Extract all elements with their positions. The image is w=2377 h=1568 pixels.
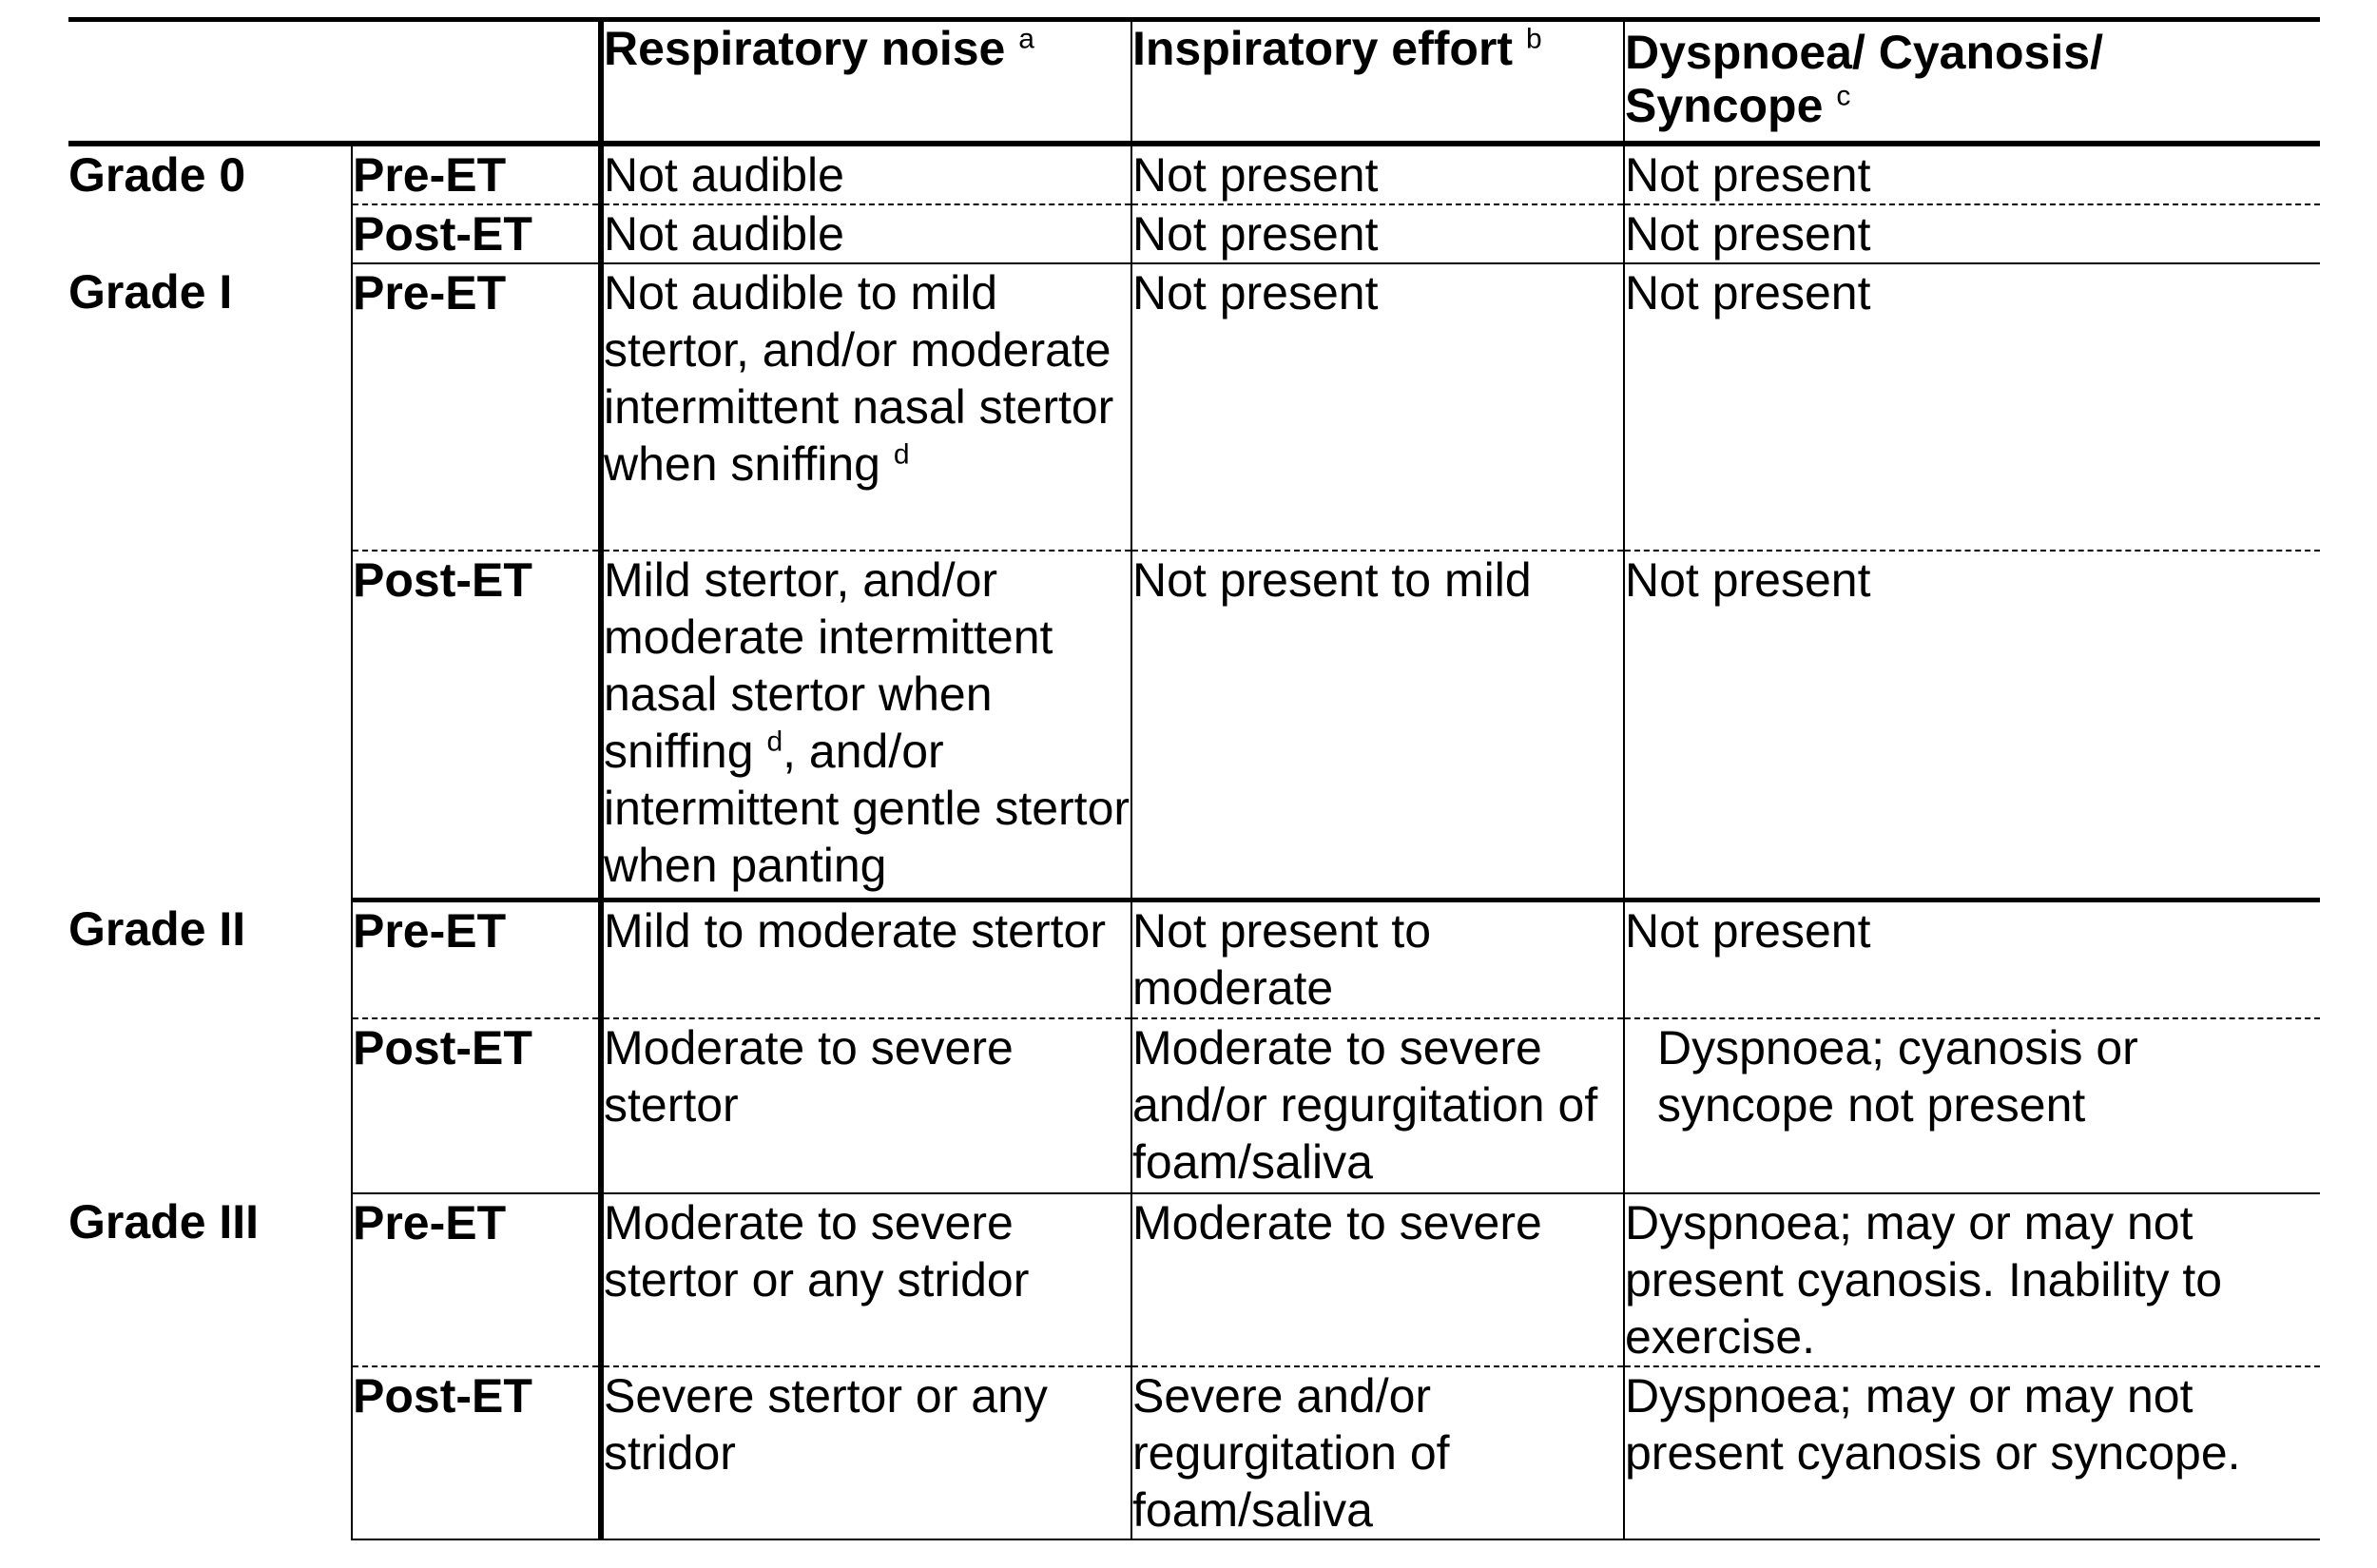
header-respiratory-noise: Respiratory noise a	[598, 17, 1131, 146]
footnote-d: d	[766, 725, 783, 757]
respiratory-noise-cell: Moderate to severe stertor or any strido…	[598, 1192, 1131, 1367]
inspiratory-effort-cell: Moderate to severe	[1131, 1192, 1624, 1367]
phase-label: Pre-ET	[351, 262, 601, 552]
phase-label: Post-ET	[351, 203, 601, 264]
dyspnoea-cell: Not present	[1623, 900, 2320, 1019]
grade-label: Grade 0	[68, 147, 246, 202]
header-blank	[68, 17, 601, 146]
header-inspiratory-effort: Inspiratory effort b	[1131, 17, 1624, 146]
respiratory-noise-cell: Mild stertor, and/or moderate intermitte…	[598, 550, 1131, 902]
respiratory-noise-cell: Mild to moderate stertor	[598, 900, 1131, 1019]
phase-label: Post-ET	[351, 1017, 601, 1194]
dyspnoea-cell: Not present	[1623, 550, 2320, 902]
table-row: Grade I Pre-ET Not audible to mild stert…	[68, 262, 2320, 552]
grading-table: Respiratory noise a Inspiratory effort b…	[68, 17, 2320, 1540]
grade-label: Grade III	[68, 1194, 260, 1249]
inspiratory-effort-cell: Not present	[1131, 203, 1624, 264]
dyspnoea-cell: Dyspnoea; cyanosis or syncope not presen…	[1623, 1017, 2320, 1194]
footnote-b: b	[1525, 23, 1542, 55]
respiratory-noise-cell: Moderate to severe stertor	[598, 1017, 1131, 1194]
inspiratory-effort-cell: Not present to mild	[1131, 550, 1624, 902]
respiratory-noise-cell: Not audible	[598, 143, 1131, 205]
dyspnoea-cell: Not present	[1623, 143, 2320, 205]
phase-label: Pre-ET	[351, 143, 601, 205]
footnote-c: c	[1836, 80, 1851, 112]
inspiratory-effort-cell: Moderate to severe and/or regurgitation …	[1131, 1017, 1624, 1194]
grade-label: Grade II	[68, 901, 246, 956]
table-row: Grade III Pre-ET Moderate to severe ster…	[68, 1192, 2320, 1367]
dyspnoea-cell: Not present	[1623, 203, 2320, 264]
phase-label: Pre-ET	[351, 900, 601, 1019]
header-dyspnoea-cyanosis-syncope: Dyspnoea/ Cyanosis/Syncope c	[1623, 17, 2320, 146]
dyspnoea-cell: Not present	[1623, 262, 2320, 552]
respiratory-noise-cell: Not audible	[598, 203, 1131, 264]
header-row: Respiratory noise a Inspiratory effort b…	[68, 17, 2320, 146]
footnote-d: d	[893, 437, 910, 470]
respiratory-noise-cell: Not audible to mild stertor, and/or mode…	[598, 262, 1131, 552]
table-row: Post-ET Severe stertor or any stridor Se…	[68, 1365, 2320, 1540]
inspiratory-effort-cell: Not present to moderate	[1131, 900, 1624, 1019]
table-row: Post-ET Not audible Not present Not pres…	[68, 203, 2320, 264]
dyspnoea-cell: Dyspnoea; may or may not present cyanosi…	[1623, 1192, 2320, 1367]
phase-label: Post-ET	[351, 1365, 601, 1540]
grade-label: Grade I	[68, 264, 233, 319]
footnote-a: a	[1018, 23, 1034, 55]
table-row: Post-ET Moderate to severe stertor Moder…	[68, 1017, 2320, 1194]
phase-label: Post-ET	[351, 550, 601, 902]
table-row: Post-ET Mild stertor, and/or moderate in…	[68, 550, 2320, 902]
dyspnoea-cell: Dyspnoea; may or may not present cyanosi…	[1623, 1365, 2320, 1540]
inspiratory-effort-cell: Not present	[1131, 143, 1624, 205]
respiratory-noise-cell: Severe stertor or any stridor	[598, 1365, 1131, 1540]
inspiratory-effort-cell: Not present	[1131, 262, 1624, 552]
phase-label: Pre-ET	[351, 1192, 601, 1367]
inspiratory-effort-cell: Severe and/or regurgitation of foam/sali…	[1131, 1365, 1624, 1540]
table-row: Grade II Pre-ET Mild to moderate stertor…	[68, 900, 2320, 1019]
table-row: Grade 0 Pre-ET Not audible Not present N…	[68, 143, 2320, 205]
